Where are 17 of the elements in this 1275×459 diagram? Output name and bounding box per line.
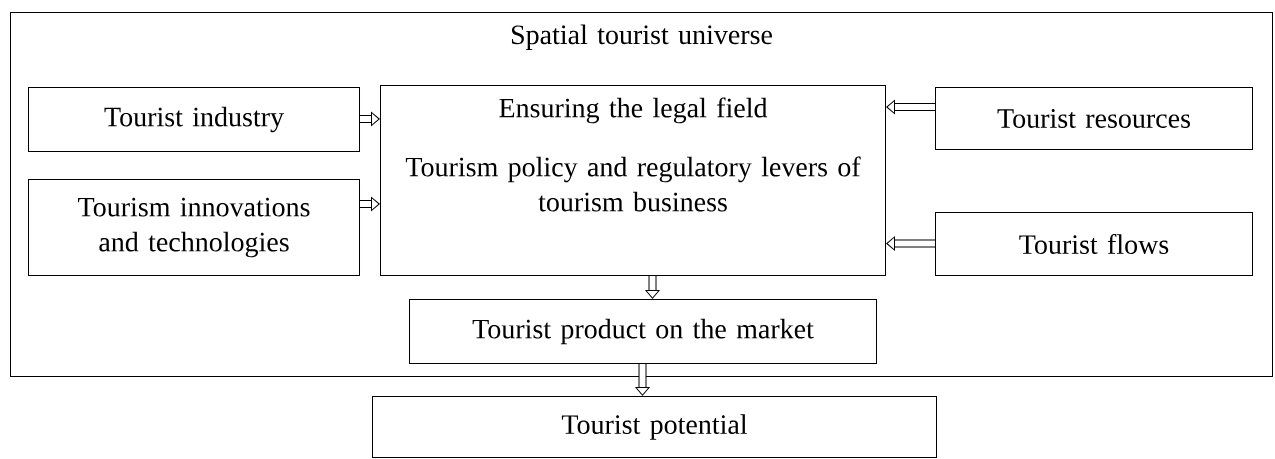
node-text: Ensuring the legal field xyxy=(499,97,768,124)
process-box: Tourist product on the market xyxy=(409,299,877,364)
arrow xyxy=(645,276,660,299)
node-text: Spatial tourist universe xyxy=(511,24,772,50)
central-box xyxy=(380,85,886,276)
process-box: Tourist flows xyxy=(935,212,1253,276)
container-box xyxy=(10,12,1273,377)
node-text: Tourism policy and regulatory levers of tourism business xyxy=(405,156,861,212)
process-box: Tourist industry xyxy=(28,87,360,152)
arrow xyxy=(886,236,935,251)
process-box: Tourist potential xyxy=(372,396,937,458)
arrow xyxy=(635,364,650,396)
arrow xyxy=(360,196,380,212)
arrow xyxy=(886,99,935,115)
process-box: Tourist resources xyxy=(935,87,1253,150)
arrow xyxy=(360,111,380,127)
process-box: Tourism innovations and technologies xyxy=(28,179,360,276)
